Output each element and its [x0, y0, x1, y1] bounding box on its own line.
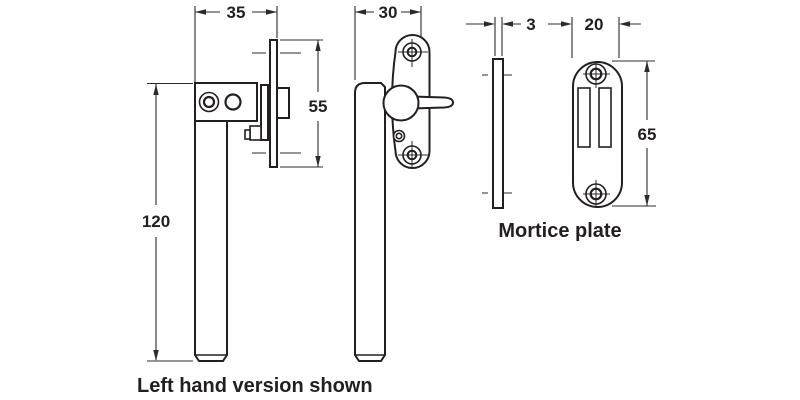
neck-side	[260, 84, 269, 141]
dim-35-value: 35	[227, 3, 246, 22]
caption-left-hand-version: Left hand version shown	[137, 375, 373, 397]
small-screw-inner	[395, 132, 403, 140]
dim-65: 65	[612, 60, 657, 207]
dim-20: 20	[548, 15, 641, 58]
dim-30-value: 30	[379, 3, 398, 22]
backplate-side	[269, 39, 278, 168]
mortice-plate-side	[492, 58, 504, 209]
screw-hole-outer	[585, 63, 607, 85]
dim-20-extension-lines	[571, 17, 620, 58]
handle-bar-front	[354, 82, 386, 362]
dim-20-value: 20	[585, 15, 604, 34]
locking-tongue	[411, 95, 455, 110]
arrow-left-icon	[619, 21, 630, 27]
arrow-left-icon	[195, 9, 206, 15]
arrow-left-icon	[502, 21, 513, 27]
screw-hole-inner	[406, 46, 418, 58]
screw-hole-outer	[585, 183, 607, 205]
head-screw-inner	[202, 95, 216, 109]
handle-bar-side	[194, 121, 228, 362]
arrow-down-icon	[315, 156, 321, 167]
arrow-up-icon	[153, 84, 159, 95]
dim-55: 55	[280, 39, 328, 168]
arrow-up-icon	[644, 61, 650, 72]
arrow-down-icon	[153, 350, 159, 361]
arrow-up-icon	[315, 40, 321, 51]
arrow-right-icon	[561, 21, 572, 27]
dim-30: 30	[354, 3, 422, 80]
side-view: 35 120 55	[142, 3, 328, 362]
dim-120-extension-lines	[147, 82, 193, 362]
front-bottom-screw	[398, 141, 428, 169]
dim-120: 120	[142, 82, 193, 362]
arrow-right-icon	[484, 21, 495, 27]
dim-55-extension-lines	[280, 39, 323, 168]
mortice-top-screw	[583, 61, 610, 88]
screw-hole-inner	[406, 149, 418, 161]
dim-65-value: 65	[638, 125, 657, 144]
arrow-left-icon	[355, 9, 366, 15]
spindle-boss-side	[276, 87, 290, 119]
head-screw-outer	[198, 91, 220, 113]
latch-tab-side	[249, 125, 262, 141]
front-view: 30	[354, 3, 455, 362]
screw-hole-outer	[402, 42, 422, 62]
latch-tab-step	[244, 129, 251, 140]
small-screw-outer	[392, 129, 406, 143]
dim-35: 35	[194, 3, 278, 82]
dim-3: 3	[466, 15, 536, 56]
arrow-down-icon	[644, 195, 650, 206]
mortice-slot-left	[577, 87, 591, 148]
arrow-right-icon	[266, 9, 277, 15]
arrow-right-icon	[410, 9, 421, 15]
mortice-plate-label: Mortice plate	[498, 220, 621, 242]
mortice-bottom-screw	[583, 180, 610, 207]
dim-120-value: 120	[142, 212, 170, 231]
dim-65-extension-lines	[612, 60, 656, 207]
front-top-screw	[398, 39, 428, 67]
dim-3-extension-lines	[494, 17, 503, 56]
dim-35-extension-lines	[194, 6, 278, 82]
mortice-slot-right	[598, 87, 612, 148]
dim-3-value: 3	[526, 15, 535, 34]
dim-55-value: 55	[309, 97, 328, 116]
screw-hole-inner	[589, 67, 603, 81]
pivot-boss	[382, 84, 420, 122]
screw-centerlines-side	[252, 52, 301, 154]
screw-hole-outer	[402, 145, 422, 165]
mortice-plate-views: 3 20 65	[466, 15, 656, 242]
head-hole	[224, 93, 242, 111]
screw-hole-inner	[589, 187, 603, 201]
